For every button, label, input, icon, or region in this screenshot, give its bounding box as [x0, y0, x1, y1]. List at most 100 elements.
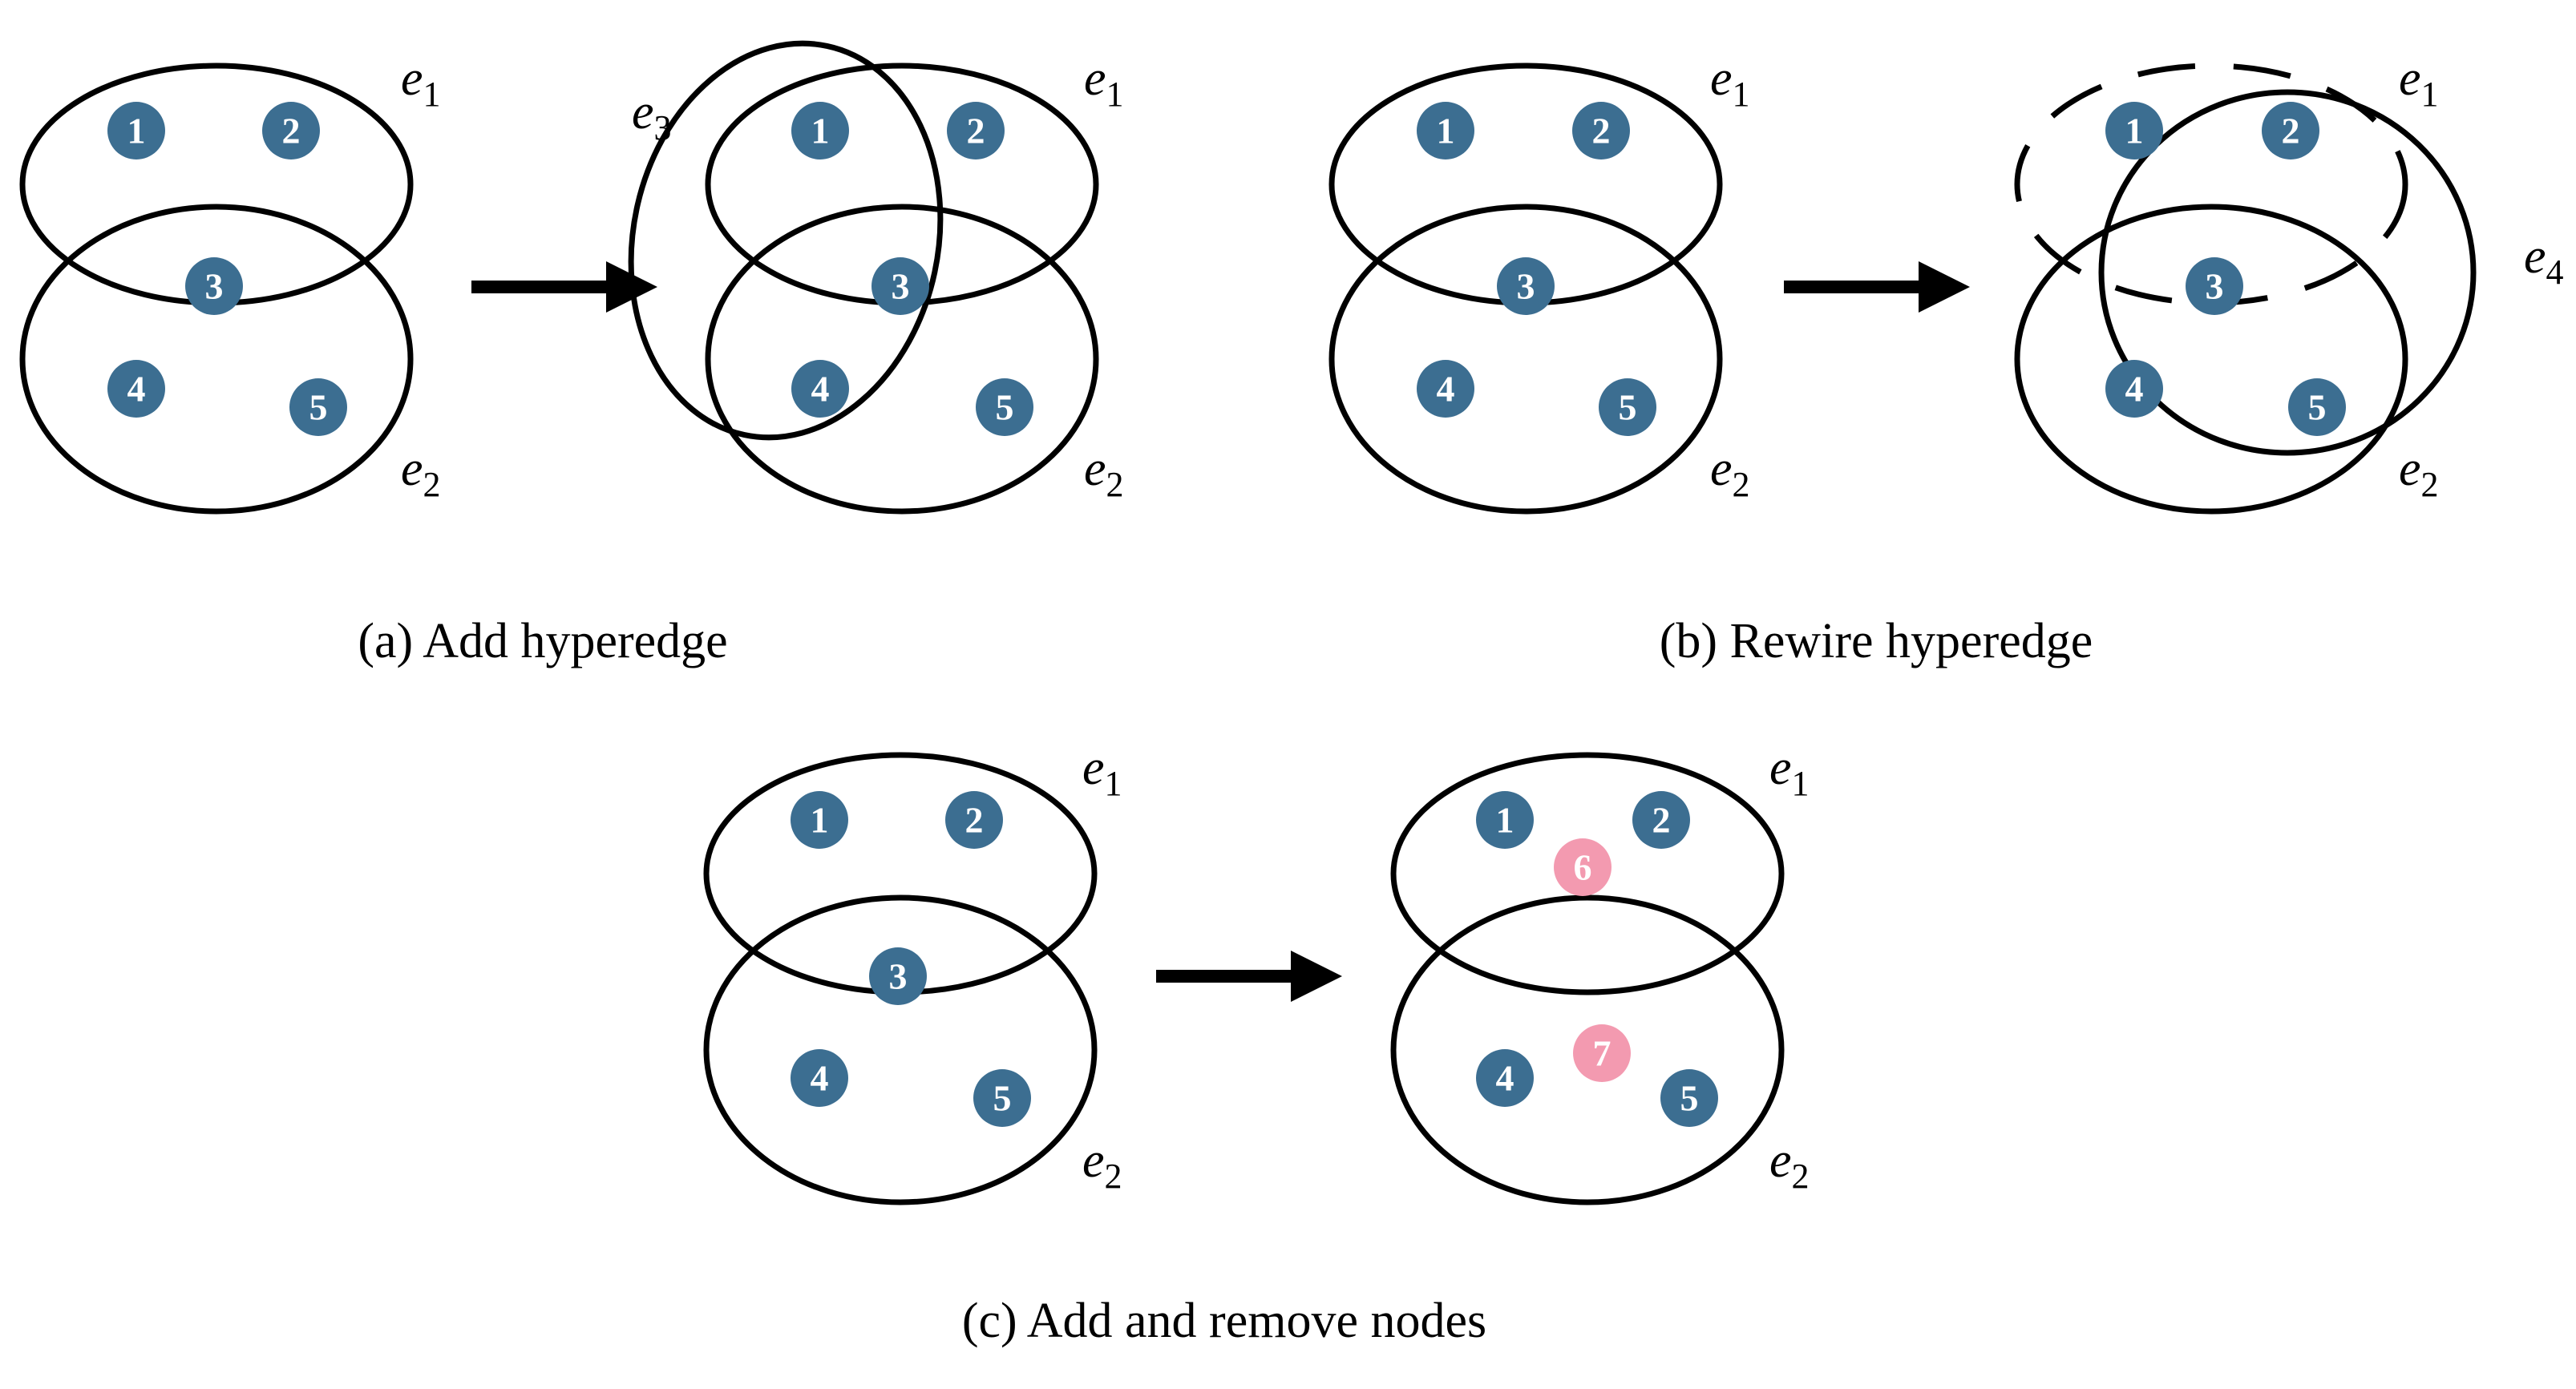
node-label: 1 — [2125, 111, 2144, 151]
edge-label-e1: e1 — [1710, 51, 1750, 114]
node-circle — [185, 257, 243, 315]
node-circle — [1573, 1024, 1631, 1082]
node-circle — [2288, 378, 2346, 436]
node-circle — [1497, 257, 1555, 315]
node-label: 4 — [127, 369, 146, 410]
edge-label-e2: e2 — [1084, 442, 1124, 504]
node-label: 5 — [993, 1078, 1012, 1119]
node-circle — [1572, 102, 1630, 159]
node-label: 5 — [2308, 387, 2327, 428]
node-2: 2 — [945, 791, 1003, 849]
node-circle — [2105, 102, 2163, 159]
node-circle — [973, 1069, 1031, 1127]
node-circle — [1417, 102, 1474, 159]
edge-label-e1: e1 — [1769, 741, 1810, 803]
node-circle — [262, 102, 320, 159]
edge-label-e4: e4 — [2524, 229, 2564, 292]
node-5: 5 — [2288, 378, 2346, 436]
caption-a: (a) Add hyperedge — [358, 614, 727, 668]
node-circle — [107, 360, 165, 418]
node-label: 4 — [1437, 369, 1455, 410]
node-label: 4 — [811, 369, 830, 410]
node-label: 2 — [2282, 111, 2300, 151]
node-label: 2 — [965, 800, 984, 841]
node-label: 4 — [1496, 1058, 1514, 1099]
node-circle — [976, 378, 1033, 436]
node-circle — [1554, 838, 1612, 896]
node-5: 5 — [976, 378, 1033, 436]
node-3: 3 — [871, 257, 929, 315]
node-6-added: 6 — [1554, 838, 1612, 896]
node-circle — [791, 102, 849, 159]
hyperedge-e2 — [2014, 204, 2408, 515]
node-label: 2 — [1592, 111, 1611, 151]
edge-label-e1: e1 — [2399, 51, 2439, 114]
node-label: 1 — [811, 800, 829, 841]
node-4: 4 — [791, 360, 849, 418]
node-3: 3 — [1497, 257, 1555, 315]
node-label: 3 — [889, 956, 908, 997]
node-1: 1 — [791, 102, 849, 159]
node-label: 3 — [2206, 266, 2224, 307]
node-5: 5 — [1660, 1069, 1718, 1127]
node-label: 3 — [205, 266, 224, 307]
edge-label-e2: e2 — [401, 442, 441, 504]
node-circle — [1660, 1069, 1718, 1127]
node-2: 2 — [2262, 102, 2319, 159]
hyperedge-e2 — [1328, 204, 1723, 515]
node-label: 4 — [2125, 369, 2144, 410]
panel-b-before: 1 2 3 4 5 e1 e2 — [1328, 51, 1750, 515]
panel-c-after: 1 2 6 7 4 5 e1 e2 — [1390, 741, 1810, 1205]
node-label: 4 — [811, 1058, 829, 1099]
node-circle — [1632, 791, 1690, 849]
node-3: 3 — [869, 947, 927, 1005]
node-2: 2 — [1632, 791, 1690, 849]
panel-c-before: 1 2 3 4 5 e1 e2 — [703, 741, 1122, 1205]
node-circle — [1476, 791, 1534, 849]
node-2: 2 — [947, 102, 1005, 159]
node-circle — [107, 102, 165, 159]
node-5: 5 — [1599, 378, 1656, 436]
node-4: 4 — [791, 1049, 848, 1107]
node-1: 1 — [1417, 102, 1474, 159]
node-label: 2 — [282, 111, 301, 151]
node-label: 2 — [967, 111, 985, 151]
caption-c: (c) Add and remove nodes — [962, 1294, 1486, 1348]
node-label: 5 — [996, 387, 1014, 428]
edge-label-e2: e2 — [2399, 442, 2439, 504]
edge-label-e2: e2 — [1710, 442, 1750, 504]
edge-label-e3: e3 — [632, 85, 672, 147]
node-label: 1 — [1496, 800, 1514, 841]
caption-b: (b) Rewire hyperedge — [1660, 614, 2093, 668]
node-4: 4 — [2105, 360, 2163, 418]
panel-a-after: 1 2 3 4 5 e1 e2 e3 — [628, 40, 1124, 515]
node-5: 5 — [289, 378, 347, 436]
hyperedge-e2 — [19, 204, 414, 515]
hyperedge-e3-added — [628, 40, 944, 441]
node-label: 3 — [1517, 266, 1535, 307]
node-3: 3 — [2186, 257, 2243, 315]
node-label: 1 — [127, 111, 146, 151]
hyperedge-e2 — [705, 204, 1099, 515]
node-7-added: 7 — [1573, 1024, 1631, 1082]
node-label: 5 — [1619, 387, 1637, 428]
node-label: 1 — [1437, 111, 1455, 151]
node-5: 5 — [973, 1069, 1031, 1127]
hyperedge-e1 — [1390, 752, 1785, 995]
node-label: 1 — [811, 111, 830, 151]
node-circle — [2262, 102, 2319, 159]
node-4: 4 — [107, 360, 165, 418]
node-circle — [791, 1049, 848, 1107]
hyperedge-e2 — [703, 894, 1098, 1205]
node-1: 1 — [791, 791, 848, 849]
node-circle — [2105, 360, 2163, 418]
edge-label-e2: e2 — [1082, 1133, 1122, 1196]
node-1: 1 — [107, 102, 165, 159]
node-circle — [1599, 378, 1656, 436]
node-3: 3 — [185, 257, 243, 315]
node-label: 3 — [892, 266, 910, 307]
node-label: 7 — [1593, 1033, 1612, 1074]
edge-label-e1: e1 — [1084, 51, 1124, 114]
node-label: 5 — [309, 387, 328, 428]
